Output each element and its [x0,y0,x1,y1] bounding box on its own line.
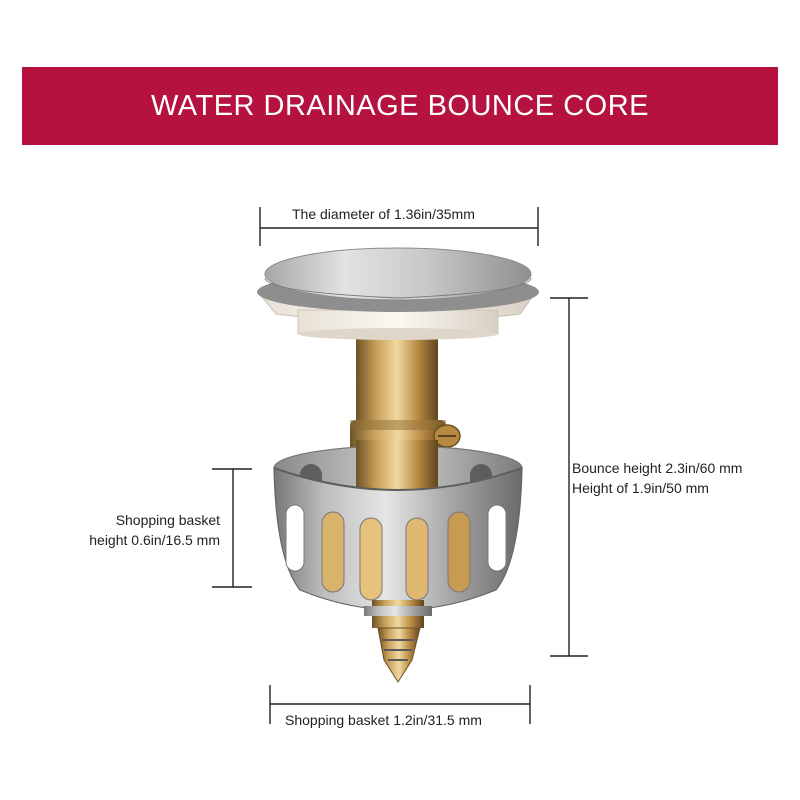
basket-height-label-line2: height 0.6in/16.5 mm [89,532,220,548]
basket-height-label-line1: Shopping basket [115,512,220,528]
cap-top [264,247,532,301]
bottom-tip [377,627,421,683]
basket-slots [285,504,507,601]
dimension-lines [212,207,588,724]
basket-width-label: Shopping basket 1.2in/31.5 mm [285,712,482,728]
drain-stopper-product-image [256,247,539,683]
diameter-label: The diameter of 1.36in/35mm [292,206,475,222]
bounce-height-label: Bounce height 2.3in/60 mm [572,460,743,476]
title-banner: WATER DRAINAGE BOUNCE CORE [22,67,778,145]
page-title: WATER DRAINAGE BOUNCE CORE [151,89,649,122]
height-label: Height of 1.9in/50 mm [572,480,709,496]
